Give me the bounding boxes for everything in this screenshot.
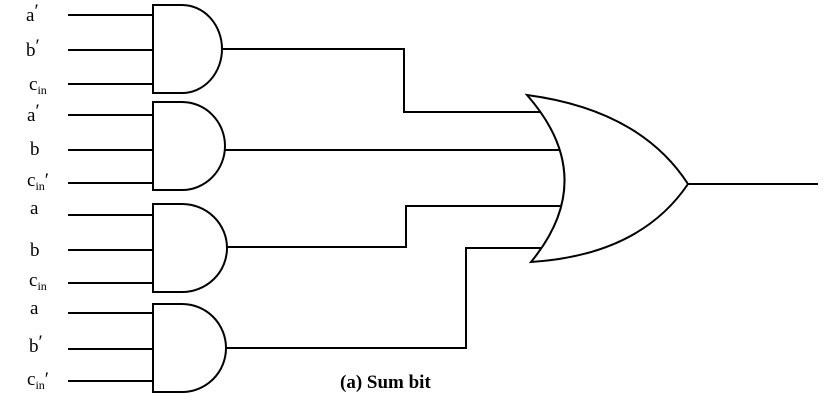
and-gate-4: [68, 303, 227, 393]
and-gate-body-3: [152, 203, 228, 293]
and-gate-body-2: [152, 101, 226, 191]
input-label-4-2: b′: [29, 332, 43, 357]
and-gate-1: [68, 4, 223, 94]
input-label-2-3: cin′: [27, 170, 49, 193]
input-label-2-2: b: [30, 139, 40, 160]
and1-to-or-wire: [222, 48, 550, 113]
or-gate-body: [524, 93, 690, 264]
and4-to-or-wire: [226, 247, 552, 349]
and-gate-3: [68, 203, 228, 293]
input-label-3-1: a: [30, 198, 39, 219]
input-label-3-3: cin: [29, 270, 47, 293]
input-label-1-3: cin: [29, 74, 47, 97]
input-label-1-2: b′: [26, 36, 40, 61]
and-gate-body-4: [152, 303, 227, 393]
input-label-3-2: b: [30, 240, 40, 261]
and3-to-or-wire: [227, 205, 568, 248]
input-label-4-1: a: [30, 298, 39, 319]
input-label-1-1: a′: [26, 1, 39, 26]
and-gate-2: [68, 101, 226, 191]
input-label-4-3: cin′: [27, 369, 49, 392]
diagram-caption: (a) Sum bit: [340, 372, 431, 393]
input-label-2-1: a′: [27, 101, 40, 126]
and-gate-body-1: [152, 4, 223, 94]
